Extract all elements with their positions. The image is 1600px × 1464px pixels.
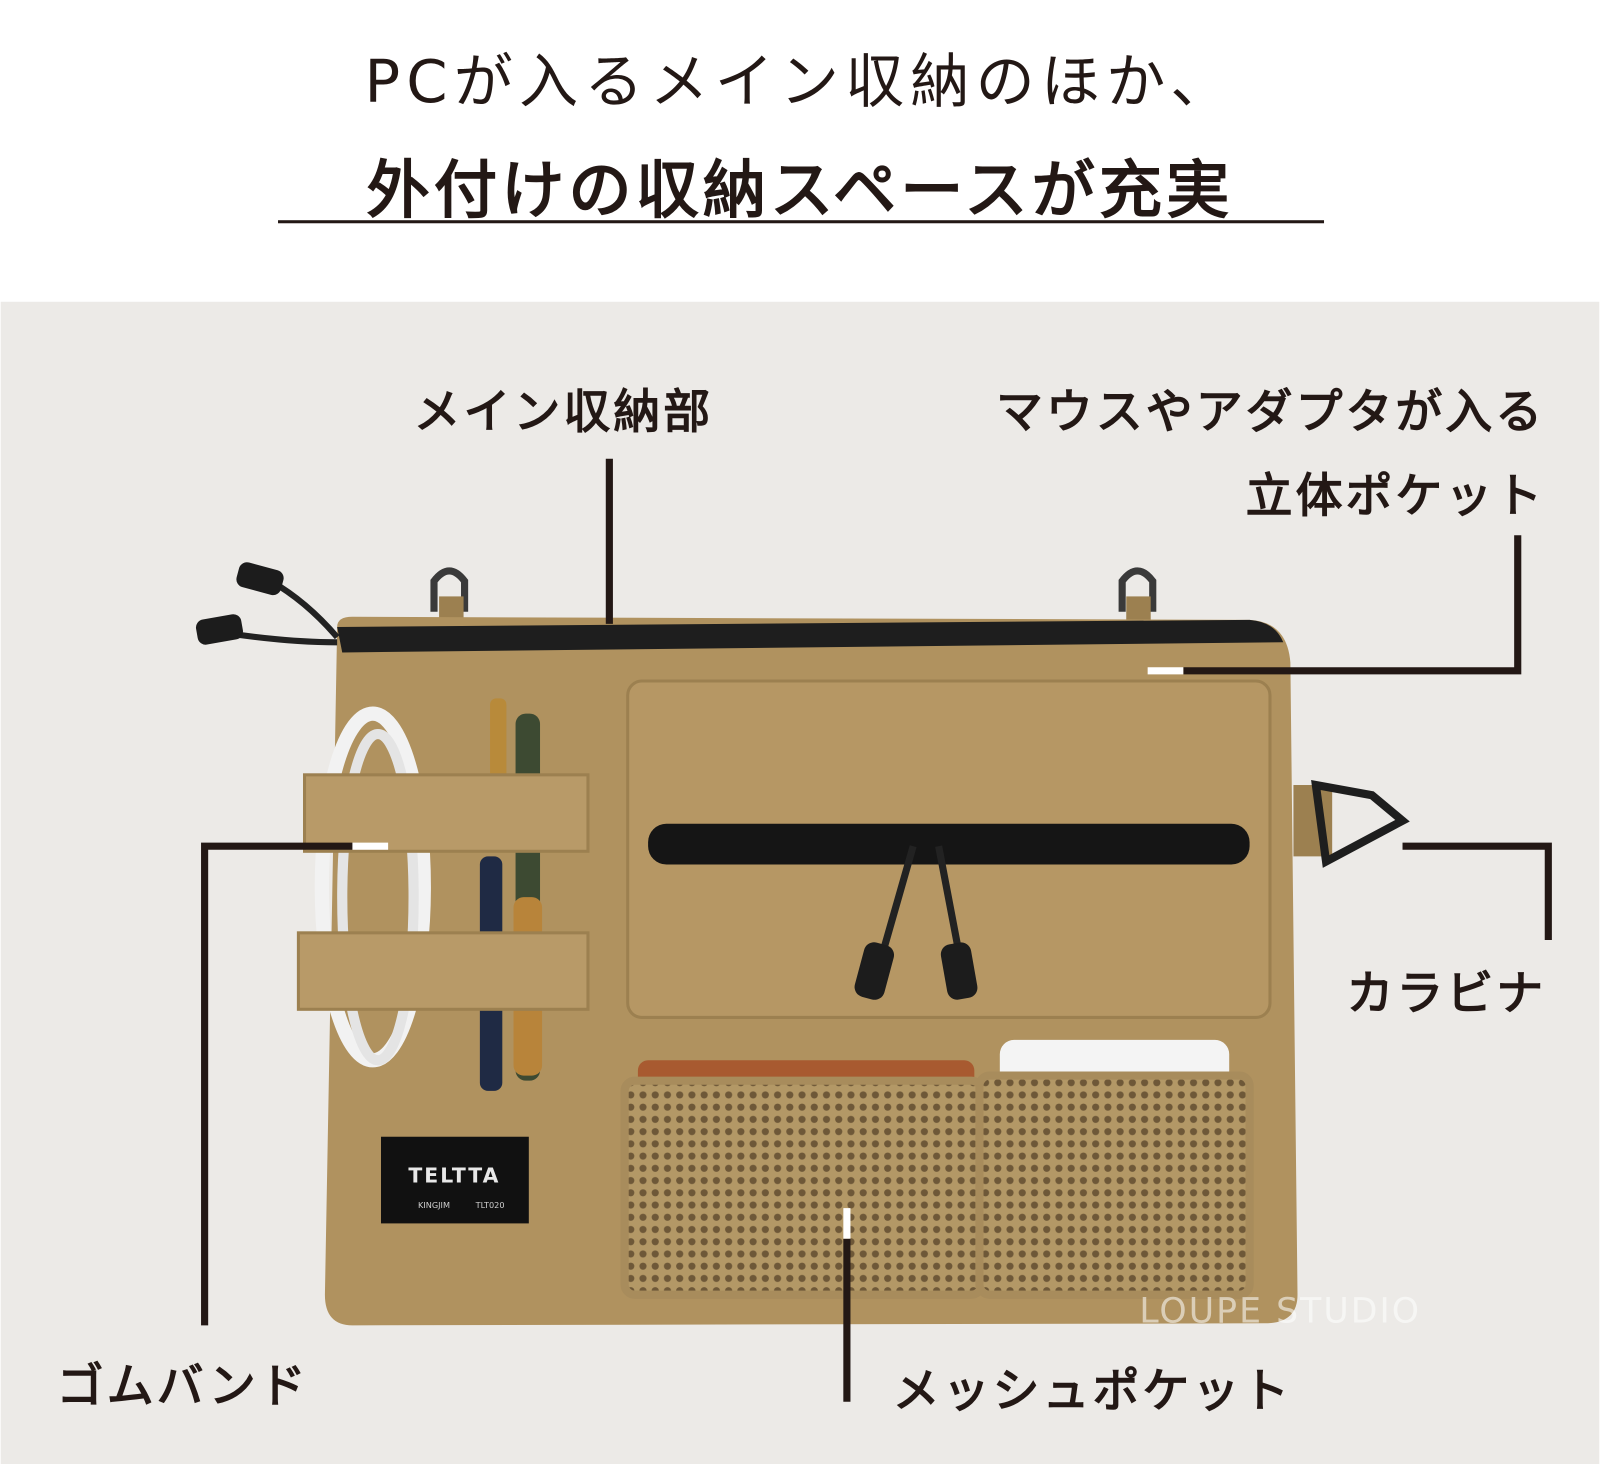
- pocket-zipper: [648, 823, 1250, 865]
- callout-line-pocket: [1183, 535, 1522, 675]
- zipper-pull-icon: [854, 942, 895, 1000]
- d-ring-right: [1118, 567, 1157, 612]
- label-pocket-line1: マウスやアダプタが入る: [996, 385, 1545, 440]
- d-ring-left: [430, 567, 469, 612]
- label-main-storage: メイン収納部: [414, 385, 714, 440]
- tag-maker: KINGJIM: [418, 1200, 450, 1210]
- main-zipper: [337, 619, 1284, 653]
- header-background: [0, 0, 1600, 302]
- watermark: LOUPE STUDIO: [1139, 1291, 1421, 1331]
- bag: TELTTA KINGJIM TLT020: [195, 562, 1410, 1326]
- label-rubber-band: ゴムバンド: [57, 1359, 309, 1414]
- label-mesh-pocket: メッシュポケット: [893, 1364, 1292, 1419]
- elastic-band-top: [302, 773, 590, 853]
- callout-line-carabiner: [1402, 842, 1552, 940]
- mesh-pocket-left: [620, 1076, 986, 1299]
- tag-model: TLT020: [475, 1200, 505, 1210]
- zipper-pull-icon: [195, 614, 243, 645]
- callout-line-band: [201, 842, 353, 1326]
- label-carabiner: カラビナ: [1346, 966, 1546, 1021]
- mesh-pocket-right: [975, 1071, 1254, 1299]
- carabiner-icon: [1311, 779, 1410, 868]
- zipper-pull-icon: [236, 562, 284, 596]
- callout-lines: [201, 458, 1552, 1402]
- elastic-band-bottom: [296, 931, 590, 1011]
- heading-line1: PCが入るメイン収納のほか、: [365, 47, 1236, 116]
- tag-brand: TELTTA: [408, 1164, 500, 1188]
- heading-underline: [278, 220, 1325, 224]
- heading-line2: 外付けの収納スペースが充実: [367, 153, 1234, 227]
- brand-tag: [380, 1136, 529, 1224]
- label-pocket-line2: 立体ポケット: [1246, 469, 1546, 524]
- zipper-pull-icon: [940, 942, 978, 1000]
